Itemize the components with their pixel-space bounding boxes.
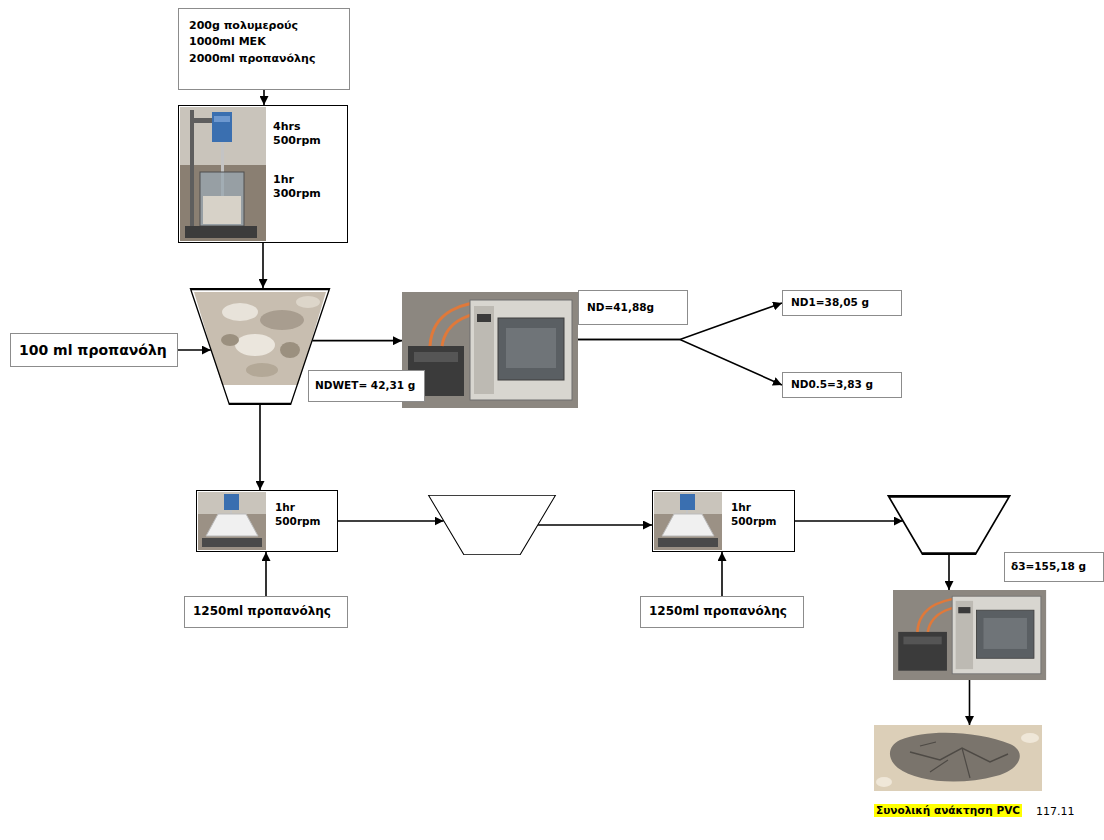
funnel-shape <box>429 495 556 554</box>
flow-arrow <box>578 340 782 385</box>
box-text: 1000ml MEK <box>189 35 266 49</box>
box-text: 4hrs 500rpm <box>273 120 321 149</box>
mixer-box: 4hrs 500rpm 1hr 300rpm <box>178 105 348 243</box>
box-text: 1hr 500rpm <box>731 501 777 528</box>
mixer-box: 1hr 500rpm <box>652 490 795 552</box>
box-text: 1hr 300rpm <box>273 173 321 202</box>
funnel-outline <box>888 495 1010 555</box>
flow-arrow <box>538 524 652 526</box>
funnel-outline <box>428 495 556 555</box>
flow-arrow <box>721 552 723 596</box>
flow-arrow <box>262 243 264 288</box>
box-text: 1250ml προπανόλης <box>649 604 787 620</box>
box-text: ND0.5=3,83 g <box>791 378 873 392</box>
mixer-box: 1hr 500rpm <box>196 490 338 552</box>
pvc-product-photo <box>874 725 1042 791</box>
mass-box: ND=41,88g <box>578 290 688 325</box>
box-text: ND1=38,05 g <box>791 296 869 310</box>
flow-arrow <box>178 349 211 351</box>
vacuum-oven-photo <box>402 292 578 408</box>
input-box: 200g πολυμερούς 1000ml MEK 2000ml προπανόλ… <box>178 8 350 90</box>
input-box: 1250ml προπανόλης <box>184 596 348 628</box>
box-text: ND=41,88g <box>587 301 654 315</box>
flow-arrow <box>338 520 444 522</box>
mixer-photo <box>180 107 266 241</box>
flow-arrow <box>948 555 950 590</box>
mixer-photo <box>654 492 722 550</box>
box-text: NDWET= 42,31 g <box>315 379 415 393</box>
box-text: 1hr 500rpm <box>275 501 321 528</box>
summary-label: Συνολική ανάκτηση PVC <box>874 804 1022 817</box>
vacuum-oven-photo <box>893 590 1046 680</box>
input-box: 1250ml προπανόλης <box>640 596 804 628</box>
flow-arrow <box>265 552 267 596</box>
oven-node <box>893 590 1046 680</box>
input-box: 100 ml προπανόλη <box>10 333 178 367</box>
mixer-photo <box>198 492 266 550</box>
flow-arrow <box>312 340 402 342</box>
box-text: 200g πολυμερούς <box>189 19 298 33</box>
flow-arrow <box>795 520 903 522</box>
flow-arrow <box>263 90 265 105</box>
summary-value: 117.11 <box>1034 805 1077 819</box>
mass-box: NDWET= 42,31 g <box>308 370 425 402</box>
mass-box: ND1=38,05 g <box>782 290 902 316</box>
filter-funnel <box>428 495 556 555</box>
mass-box: δ3=155,18 g <box>1004 552 1104 582</box>
box-text: 1250ml προπανόλης <box>193 604 331 620</box>
mass-box: ND0.5=3,83 g <box>782 372 902 398</box>
flow-arrow <box>969 680 971 725</box>
flow-arrow <box>259 405 261 490</box>
funnel-shape <box>889 496 1010 553</box>
box-text: 100 ml προπανόλη <box>19 341 167 359</box>
box-text: δ3=155,18 g <box>1011 560 1086 574</box>
polymer-photo <box>194 292 326 385</box>
box-text: 2000ml προπανόλης <box>189 52 315 66</box>
oven-node <box>402 292 578 408</box>
filter-funnel <box>888 495 1010 555</box>
product-node <box>874 725 1042 791</box>
